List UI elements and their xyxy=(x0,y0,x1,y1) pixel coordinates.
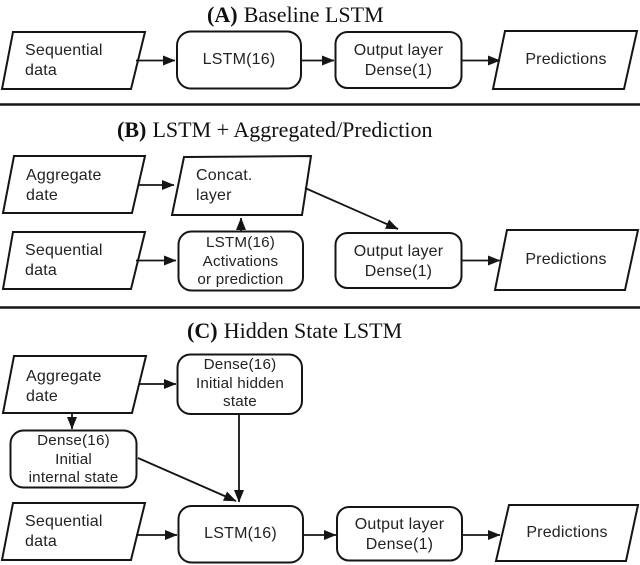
b-aggregate-date-shape xyxy=(1,155,147,214)
a-lstm-label: LSTM(16) xyxy=(202,51,276,68)
panel-b-title-label: (B) xyxy=(117,117,147,142)
panel-a-title: (A)Baseline LSTM xyxy=(207,2,384,28)
a-predictions-label: Predictions xyxy=(525,51,607,68)
c-predictions-shape xyxy=(494,504,640,562)
b-output-layer-shape xyxy=(334,232,463,289)
c-dense-hidden-label: Dense(16) Initial hidden state xyxy=(195,356,285,411)
c-aggregate-date-shape xyxy=(1,355,148,414)
c-output-layer-label: Output layer Dense(1) xyxy=(354,516,445,553)
panel-a-title-label: (A) xyxy=(207,2,238,27)
b-lstm-activations-label: LSTM(16) Activations or prediction xyxy=(197,234,284,289)
b-aggregate-date-label: Aggregate date xyxy=(26,167,102,204)
c-aggregate-date-label: Aggregate date xyxy=(26,368,102,405)
a-sequential-data-shape xyxy=(0,31,147,90)
c-lstm-label: LSTM(16) xyxy=(204,525,277,542)
b-sequential-data-label: Sequential data xyxy=(25,242,103,279)
panel-c-title-label: (C) xyxy=(187,318,218,343)
panel-b-title: (B)LSTM + Aggregated/Prediction xyxy=(117,117,433,143)
c-dense-internal-shape xyxy=(9,429,138,489)
b-output-layer-label: Output layer Dense(1) xyxy=(353,243,444,280)
panel-b-title-text: LSTM + Aggregated/Prediction xyxy=(152,117,433,142)
b-arrow-concat-to-output xyxy=(304,187,399,230)
b-sequential-data-shape xyxy=(1,231,147,290)
c-predictions-label: Predictions xyxy=(526,524,608,541)
c-sequential-data-label: Sequential data xyxy=(25,513,103,550)
c-dense-internal-label: Dense(16) Initial internal state xyxy=(28,432,119,487)
a-output-layer-label: Output layer Dense(1) xyxy=(353,42,444,79)
b-concat-layer-shape xyxy=(170,154,313,216)
b-lstm-activations-shape xyxy=(177,230,304,292)
b-concat-layer-label: Concat. layer xyxy=(196,167,253,204)
c-arrow-dense-internal-to-lstm xyxy=(137,457,237,502)
b-predictions-shape xyxy=(493,229,640,291)
a-sequential-data-label: Sequential data xyxy=(25,42,103,79)
a-predictions-shape xyxy=(491,30,639,90)
a-output-layer-shape xyxy=(334,31,463,89)
panel-c-title-text: Hidden State LSTM xyxy=(223,318,403,343)
panel-a-title-text: Baseline LSTM xyxy=(243,2,384,27)
b-predictions-label: Predictions xyxy=(525,251,607,268)
panel-c-title: (C)Hidden State LSTM xyxy=(187,318,402,344)
c-sequential-data-shape xyxy=(0,502,147,561)
c-output-layer-shape xyxy=(336,506,463,562)
